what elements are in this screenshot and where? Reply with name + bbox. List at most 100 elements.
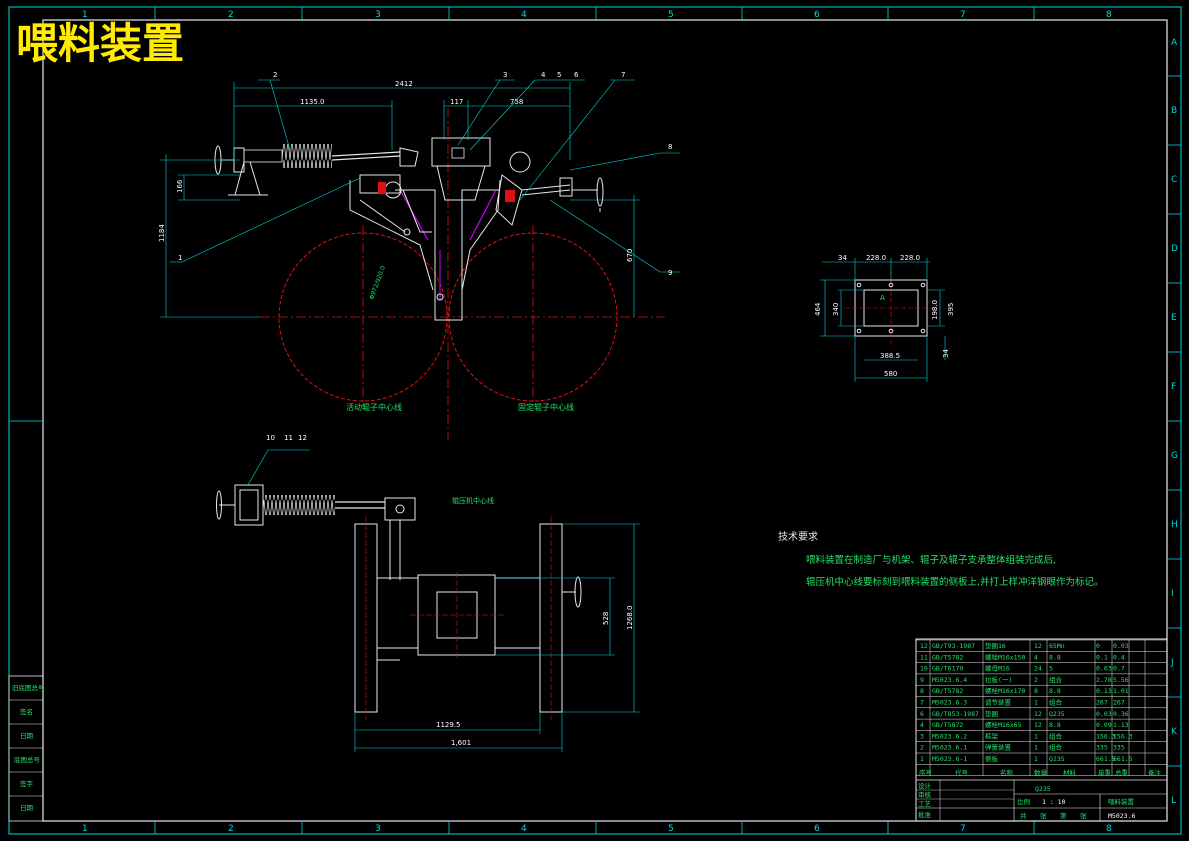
drawing-number: M5023.6 [1108, 812, 1135, 820]
scale-label: 比例 [1017, 797, 1030, 806]
bom-cell: 24 [1034, 665, 1042, 673]
bom-cell: 1 [1034, 744, 1038, 752]
col-label: 8 [1106, 824, 1112, 834]
balloon-5: 5 [557, 71, 561, 79]
bom-cell: 8 [1034, 687, 1038, 695]
bom-cell: 8.8 [1049, 721, 1061, 729]
bom-cell: 10 [920, 665, 928, 673]
title-block-info: Q235 比例 1 : 10 喂料装置 M5023.6 设计 审核 工艺 批准 … [916, 779, 1167, 821]
plan-view: 1129.5 1,601 1268.0 528 10 11 12 辊压机中心线 [216, 434, 640, 752]
bom-cell: 12 [1034, 721, 1042, 729]
dim-464: 464 [814, 302, 822, 316]
dim-1184: 1184 [158, 224, 166, 242]
dim-228b: 228.0 [900, 254, 920, 262]
sheet-label: 张 [1080, 811, 1087, 820]
spring-plan [263, 495, 335, 515]
bom-cell: 调节装置 [985, 698, 1012, 707]
stamp-cell: 签字 [20, 779, 34, 788]
bom-cell: 1 [1034, 755, 1038, 763]
dim-left-span: 1135.0 [300, 98, 325, 106]
stamp-cell: 旧底图总号 [12, 683, 45, 692]
stamp-cell: 日期 [20, 732, 34, 740]
bom-cell: 组合 [1049, 698, 1063, 707]
stamp-cell: 底图总号 [14, 755, 41, 764]
bom-cell: 组合 [1049, 731, 1063, 740]
bom-cell: 3 [920, 732, 924, 740]
balloon-11: 11 [284, 434, 293, 442]
side-stamp-column: 旧底图总号 签名 日期 底图总号 签字 日期 [8, 675, 45, 822]
tech-heading: 技术要求 [778, 530, 818, 543]
bom-cell: 1 [1034, 732, 1038, 740]
bom-cell: 2.78 [1096, 676, 1112, 684]
dim-228a: 228.0 [866, 254, 886, 262]
row-label: K [1171, 727, 1178, 737]
dim-1601: 1,601 [451, 739, 471, 747]
pulley-right [509, 151, 531, 173]
row-label: D [1171, 244, 1178, 254]
balloon-9: 9 [668, 269, 672, 277]
bom-cell: 0 [1096, 642, 1100, 650]
bom-cell: GB/T853-1987 [932, 710, 979, 718]
col-label: 3 [375, 824, 381, 834]
bom-header-cell: 总重 [1115, 768, 1129, 777]
inner-border [42, 19, 1168, 822]
bom-cell: 0.03 [1113, 642, 1129, 650]
outer-border [8, 6, 1182, 835]
dim-395: 395 [947, 303, 955, 316]
bom-cell: 垫圈16 [985, 641, 1006, 650]
tb-role: 设计 [918, 781, 932, 790]
tb-role: 审核 [918, 790, 932, 799]
balloon-10: 10 [266, 434, 275, 442]
row-label: G [1171, 451, 1178, 461]
bom-cell: 4 [920, 721, 924, 729]
bom-cell: 0.36 [1113, 710, 1129, 718]
balloon-8: 8 [668, 143, 672, 151]
column-labels-bottom: 1 2 3 4 5 6 7 8 [82, 824, 1112, 834]
bom-cell: M5023.6.4 [932, 676, 967, 684]
tb-role: 工艺 [918, 800, 932, 808]
hopper-top [431, 137, 491, 167]
col-label: 6 [814, 10, 820, 20]
bom-cell: 8 [920, 687, 924, 695]
bom-cell: 267 [1113, 699, 1125, 707]
hopper-cone [436, 165, 486, 201]
bom-cell: 5 [1049, 665, 1053, 673]
bom-cell: 螺栓M16x65 [985, 720, 1022, 729]
row-label: B [1171, 106, 1177, 116]
bom-header-cell: 名称 [1000, 768, 1014, 777]
balloon-12: 12 [298, 434, 307, 442]
bom-cell: 2 [1034, 676, 1038, 684]
bom-cell: 8.8 [1049, 687, 1061, 695]
dim-388: 388.5 [880, 352, 900, 360]
bom-cell: GB/T5782 [932, 653, 963, 661]
bom-header-cell: 代号 [955, 768, 969, 777]
dim-580: 580 [884, 370, 897, 378]
bom-cell: 156.3 [1113, 732, 1133, 740]
dim-1268: 1268.0 [626, 606, 634, 631]
row-label: L [1171, 796, 1176, 806]
dim-670: 670 [626, 249, 634, 262]
bom-cell: 6 [920, 710, 924, 718]
bom-cell: M5023.6-1 [932, 755, 967, 763]
bom-cell: 335 [1113, 744, 1125, 752]
bom-cell: 661.5 [1096, 755, 1116, 763]
col-label: 8 [1106, 10, 1112, 20]
main-elevation: Φ972/920.0 [158, 71, 680, 440]
tb-role: 批准 [918, 810, 932, 819]
bom-cell: 框架 [985, 731, 999, 740]
bom-cell: 0.13 [1096, 687, 1112, 695]
dim-340: 340 [832, 303, 840, 316]
bom-cell: 12 [920, 642, 928, 650]
bom-cell: 组合 [1049, 743, 1063, 752]
dim-top-total: 2412 [395, 80, 413, 88]
dim-198: 198.0 [931, 300, 939, 320]
part-name: 喂料装置 [1108, 797, 1135, 806]
stamp-cell: 日期 [20, 804, 34, 812]
press-center-label: 辊压机中心线 [452, 496, 494, 505]
dim-758: 758 [510, 98, 523, 106]
roller-dia-label: Φ972/920.0 [368, 265, 387, 301]
bom-cell: 0.7 [1113, 665, 1125, 673]
bom-cell: 1.13 [1113, 721, 1129, 729]
